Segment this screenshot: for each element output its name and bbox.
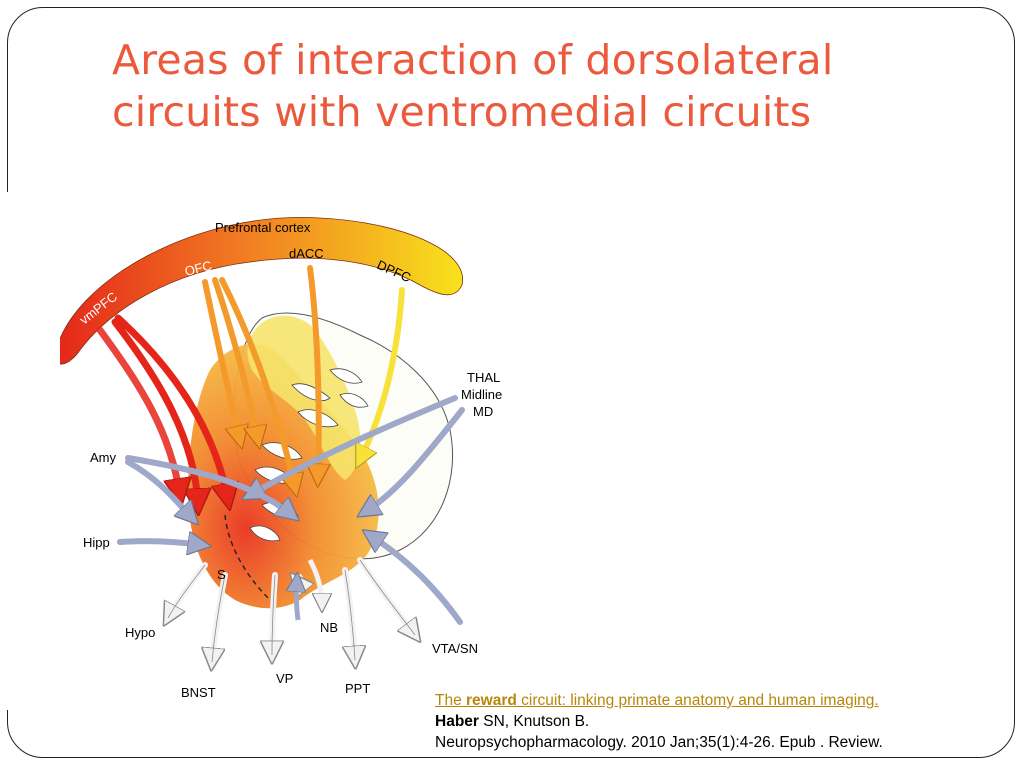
vta-sn-arrow xyxy=(370,535,463,625)
ofc-arrow-3 xyxy=(219,277,295,488)
reward-circuit-diagram: Prefrontal cortex vmPFC OFC dACC DPFC xyxy=(60,216,502,700)
citation-author-bold: Haber xyxy=(435,713,479,730)
label-vp: VP xyxy=(276,671,293,686)
vmpfc-arrow-2 xyxy=(96,326,180,495)
label-hipp: Hipp xyxy=(83,535,110,550)
label-midline: Midline xyxy=(461,387,502,402)
label-striatum: S xyxy=(217,567,226,582)
citation-link[interactable]: The reward circuit: linking primate anat… xyxy=(435,692,879,709)
region-label-dacc: dACC xyxy=(289,246,324,261)
label-bnst: BNST xyxy=(181,685,216,700)
amy-arrow-2 xyxy=(125,459,192,518)
slide-title: Areas of interaction of dorsolateral cir… xyxy=(112,34,932,138)
citation-title-line: The reward circuit: linking primate anat… xyxy=(435,690,1020,711)
prefrontal-cortex-band xyxy=(60,216,463,365)
title-line-1: Areas of interaction of dorsolateral xyxy=(112,36,834,84)
label-ppt: PPT xyxy=(345,681,370,696)
label-md: MD xyxy=(473,404,493,419)
citation-block: The reward circuit: linking primate anat… xyxy=(435,690,1020,753)
label-amy: Amy xyxy=(90,450,117,465)
thal-arrow-2 xyxy=(365,407,465,512)
citation-link-rest: circuit: linking primate anatomy and hum… xyxy=(516,692,879,709)
citation-journal: Neuropsychopharmacology. 2010 Jan;35(1):… xyxy=(435,734,883,751)
bnst-arrow xyxy=(212,572,228,662)
label-vta-sn: VTA/SN xyxy=(432,641,478,656)
vmpfc-arrow-3 xyxy=(114,314,228,500)
citation-authors: Haber SN, Knutson B. xyxy=(435,711,1020,732)
ppt-arrow xyxy=(342,567,355,660)
hipp-arrow xyxy=(117,541,202,545)
label-thal: THAL xyxy=(467,370,500,385)
frame-gap xyxy=(0,192,12,710)
label-hypo: Hypo xyxy=(125,625,155,640)
dpfc-arrow xyxy=(360,287,405,460)
citation-author-rest: SN, Knutson B. xyxy=(478,713,590,730)
vp-up-arrow xyxy=(296,580,298,621)
ventral-boundary-line xyxy=(224,514,271,601)
ofc-arrow-2 xyxy=(212,277,258,440)
citation-link-prefix: The xyxy=(435,692,467,709)
caudate-region xyxy=(247,315,361,480)
vmpfc-projections xyxy=(96,314,228,505)
ofc-dacc-projections xyxy=(202,265,319,488)
thal-arrow-1 xyxy=(250,395,458,495)
input-projections xyxy=(117,395,465,625)
amy-arrow-1 xyxy=(125,455,292,515)
ofc-arrow-1 xyxy=(202,279,240,440)
nb-arrow-line xyxy=(307,558,322,605)
dacc-arrow-1 xyxy=(310,265,319,478)
region-label-ofc: OFC xyxy=(183,258,213,279)
title-line-2: circuits with ventromedial circuits xyxy=(112,88,812,136)
citation-link-bold: reward xyxy=(466,692,517,709)
cortex-label: Prefrontal cortex xyxy=(215,220,311,235)
vmpfc-arrow-1 xyxy=(111,318,198,505)
label-nb: NB xyxy=(320,620,338,635)
